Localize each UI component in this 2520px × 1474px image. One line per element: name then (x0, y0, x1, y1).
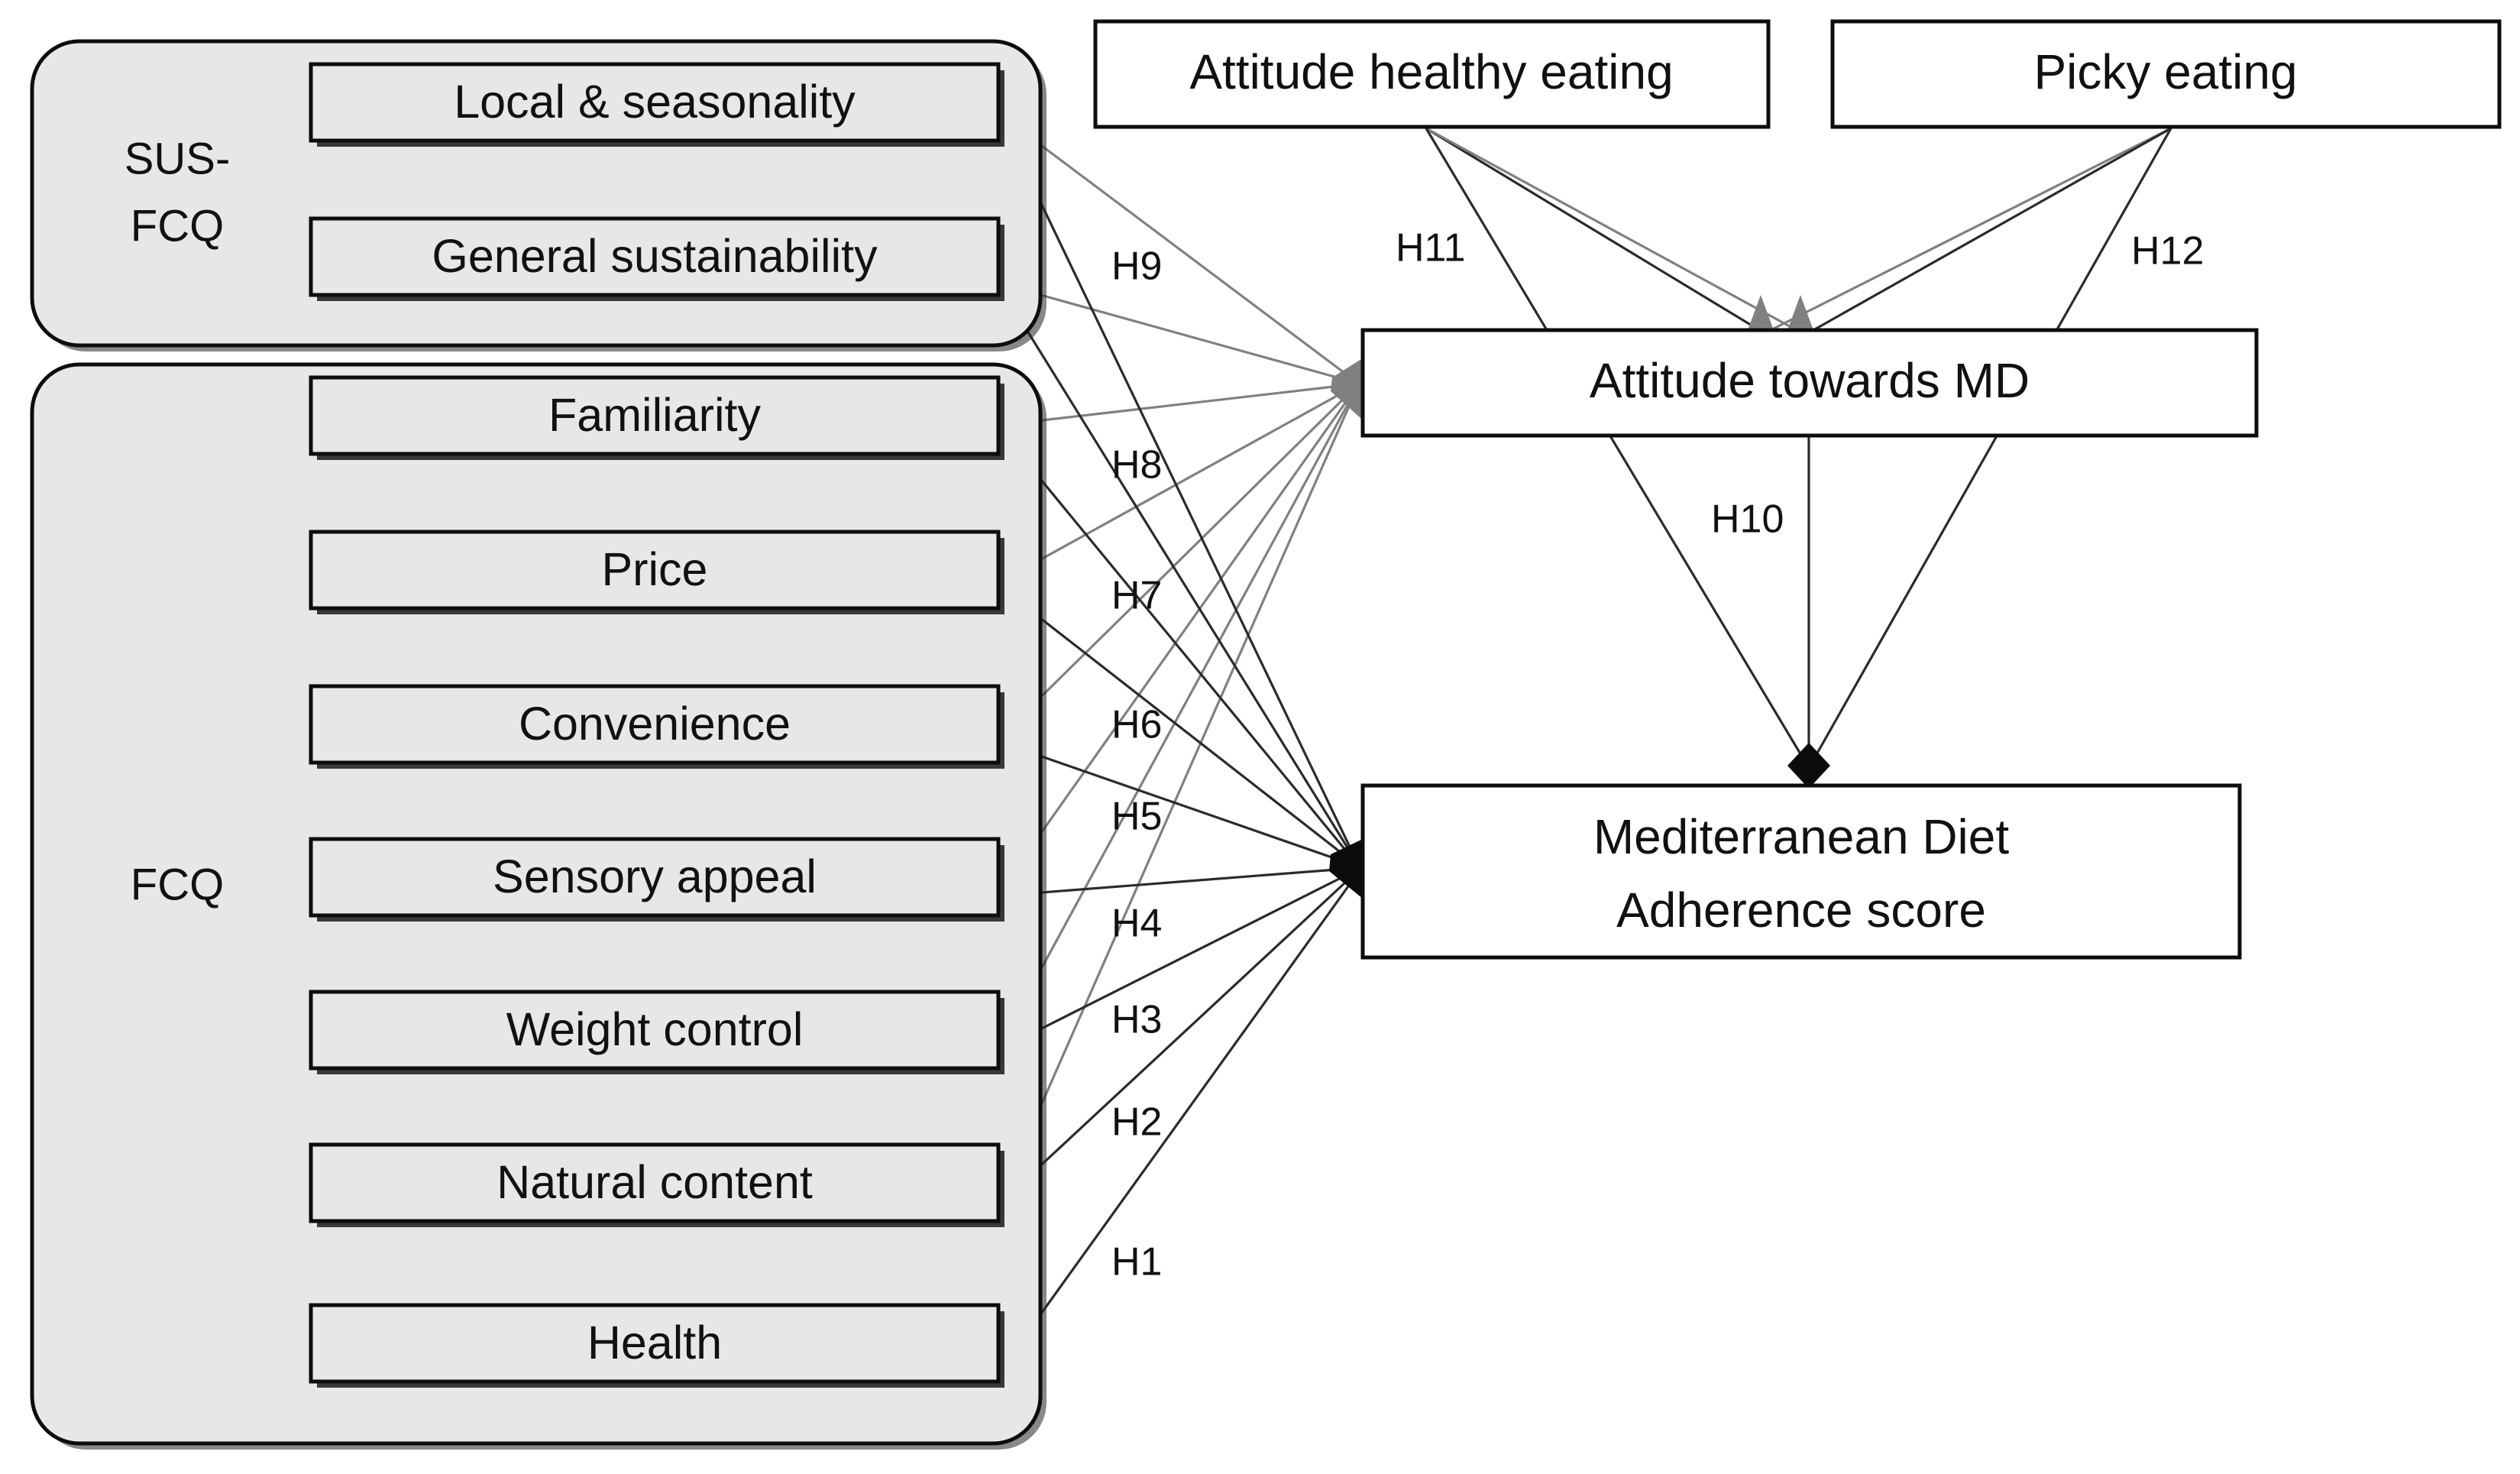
edges-to-md-adherence (1001, 121, 1363, 1369)
item-local-seasonality-rect (309, 62, 1001, 143)
item-local-seasonality[interactable]: Local & seasonality (309, 62, 1004, 147)
construct-md-adherence-label-line1: Mediterranean Diet (1593, 809, 2010, 864)
hypothesis-labels: H9 H8 H7 H6 H5 H4 H3 H2 H1 H11 H12 H10 (1111, 226, 2204, 1284)
construct-md-adherence-label-line2: Adherence score (1616, 883, 1986, 938)
item-sensory-appeal[interactable]: Sensory appeal (309, 837, 1004, 922)
item-sensory-appeal-label: Sensory appeal (493, 850, 817, 902)
item-weight-control-rect (309, 990, 1001, 1071)
construct-md-adherence-rect (1360, 783, 2242, 960)
hypothesis-label-h5: H5 (1111, 795, 1162, 839)
group-sus-fcq-label-line2: FCQ (131, 201, 224, 251)
arrowhead-attitude-md-left (1331, 359, 1361, 419)
item-convenience[interactable]: Convenience (309, 684, 1004, 769)
edge-weight-control-to-md-adherence (1001, 869, 1357, 1050)
construct-attitude-towards-md[interactable]: Attitude towards MD (1360, 328, 2259, 438)
hypothesis-label-h12: H12 (2131, 229, 2204, 274)
item-convenience-rect (309, 684, 1001, 765)
edge-attitude-healthy-eating-to-attitude-md-a (1425, 127, 1758, 330)
hypothesis-label-h11: H11 (1396, 226, 1466, 271)
edge-h11 (1425, 127, 1813, 332)
edge-sensory-appeal-to-md-adherence (1001, 867, 1357, 897)
item-familiarity-label: Familiarity (548, 389, 761, 441)
edge-picky-eating-to-attitude-md-b (1813, 127, 2172, 332)
edge-health-to-md-adherence (1001, 875, 1357, 1369)
arrowhead-attitude-md-top-right (1787, 295, 1813, 330)
construct-picky-eating-label: Picky eating (2033, 44, 2297, 99)
edge-layer (1001, 115, 2172, 1369)
edge-natural-content-to-md-adherence (1001, 871, 1357, 1203)
edge-sensory-appeal-to-attitude-md (1001, 390, 1355, 889)
edge-local-seasonality-to-md-adherence (1001, 121, 1357, 860)
hypothesis-label-h3: H3 (1111, 998, 1162, 1042)
hypothesis-label-h4: H4 (1111, 902, 1162, 946)
item-general-sustainability-label: General sustainability (432, 230, 878, 282)
construct-attitude-healthy-eating-rect (1093, 19, 1771, 129)
edge-weight-control-to-attitude-md (1001, 393, 1355, 1042)
item-sensory-appeal-rect (309, 837, 1001, 918)
item-general-sustainability[interactable]: General sustainability (309, 216, 1004, 301)
edge-attitude-healthy-eating-to-md-adherence (1425, 128, 1810, 769)
arrowhead-md-adherence-top (1787, 766, 1830, 789)
group-sus-fcq-label-line1: SUS- (125, 134, 231, 183)
item-price-rect (309, 530, 1001, 611)
construct-attitude-healthy-eating-label: Attitude healthy eating (1189, 44, 1673, 99)
item-health[interactable]: Health (309, 1303, 1004, 1388)
item-familiarity-rect (309, 375, 1001, 456)
group-sus-fcq[interactable]: SUS- FCQ Local & seasonality General sus… (30, 39, 1046, 351)
edge-price-to-attitude-md (1001, 385, 1354, 582)
edge-familiarity-to-md-adherence (1001, 431, 1357, 864)
arrowhead-md-adherence-top-upper (1787, 743, 1830, 766)
item-familiarity[interactable]: Familiarity (309, 375, 1004, 460)
edge-attitude-healthy-eating-to-attitude-md-b (1425, 127, 1797, 332)
item-weight-control-label: Weight control (506, 1003, 804, 1055)
item-general-sustainability-rect (309, 216, 1001, 297)
construct-attitude-healthy-eating[interactable]: Attitude healthy eating (1093, 19, 1771, 129)
edge-natural-content-to-attitude-md (1001, 395, 1355, 1194)
hypothesis-label-h1: H1 (1111, 1240, 1162, 1284)
hypothesis-label-h10: H10 (1711, 497, 1784, 542)
edge-local-seasonality-to-attitude-md (1001, 115, 1354, 381)
item-local-seasonality-label: Local & seasonality (454, 76, 856, 128)
edge-convenience-to-attitude-md (1001, 387, 1355, 737)
construct-attitude-towards-md-label: Attitude towards MD (1590, 353, 2030, 408)
item-price[interactable]: Price (309, 530, 1004, 614)
item-natural-content-rect (309, 1142, 1001, 1223)
edge-general-sustainability-to-attitude-md (1001, 283, 1354, 384)
item-health-label: Health (587, 1317, 722, 1369)
arrowhead-attitude-md-top-left (1748, 295, 1774, 330)
item-health-rect (309, 1303, 1001, 1384)
edge-familiarity-to-attitude-md (1001, 383, 1354, 426)
item-weight-control[interactable]: Weight control (309, 990, 1004, 1074)
item-convenience-label: Convenience (519, 698, 791, 750)
item-price-label: Price (602, 543, 708, 595)
item-natural-content[interactable]: Natural content (309, 1142, 1004, 1227)
construct-picky-eating-rect (1830, 19, 2502, 129)
edge-picky-eating-to-md-adherence (1807, 128, 2172, 769)
construct-picky-eating[interactable]: Picky eating (1830, 19, 2502, 129)
hypothesis-label-h8: H8 (1111, 443, 1162, 488)
edges-to-attitude-md (1001, 115, 1361, 1194)
arrowhead-md-adherence-left (1329, 839, 1363, 899)
group-fcq[interactable]: FCQ Familiarity Price Convenience Sensor… (30, 362, 1046, 1450)
edge-picky-eating-to-attitude-md-a (1773, 127, 2172, 330)
construct-md-adherence[interactable]: Mediterranean Diet Adherence score (1360, 783, 2242, 960)
group-fcq-label: FCQ (131, 860, 224, 909)
edge-h10 (1787, 436, 1830, 789)
edge-general-sustainability-to-md-adherence (1001, 290, 1357, 862)
hypothesis-label-h6: H6 (1111, 703, 1162, 747)
construct-attitude-towards-md-rect (1360, 328, 2259, 438)
item-natural-content-label: Natural content (497, 1156, 813, 1208)
edge-h12 (1773, 127, 2172, 332)
hypothesis-label-h9: H9 (1111, 245, 1162, 289)
hypothesis-label-h2: H2 (1111, 1100, 1162, 1145)
edge-convenience-to-md-adherence (1001, 741, 1357, 867)
edge-price-to-md-adherence (1001, 587, 1357, 866)
hypothesis-label-h7: H7 (1111, 574, 1162, 618)
